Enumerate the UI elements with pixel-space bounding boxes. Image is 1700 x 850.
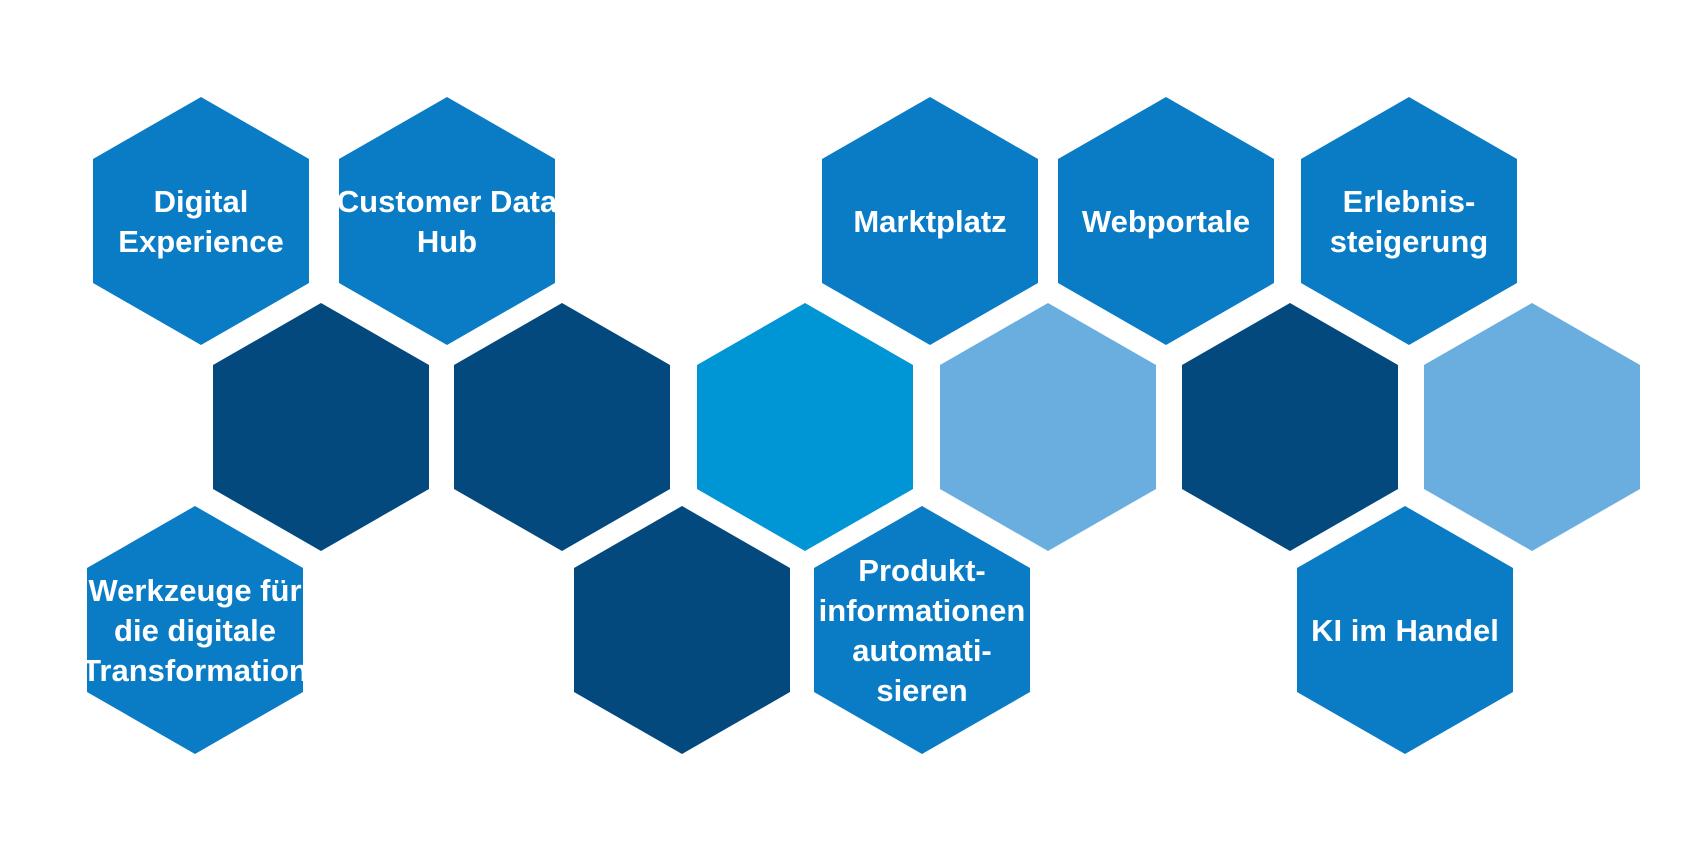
hex-label-line: sieren [876, 673, 967, 708]
hex-shape [213, 303, 429, 551]
hex-label-line: steigerung [1330, 224, 1488, 259]
hex-label-line: Webportale [1082, 204, 1250, 239]
hex-label-line: die digitale [114, 613, 276, 648]
hex-label-line: Erlebnis- [1343, 184, 1476, 219]
hex-shape [1301, 97, 1517, 345]
hex-blank-1 [213, 303, 429, 551]
hex-label-line: Digital [154, 184, 249, 219]
hex-shape [87, 506, 303, 754]
hex-shape [697, 303, 913, 551]
hex-blank-3 [697, 303, 913, 551]
hex-label-line: Produkt- [858, 553, 985, 588]
hex-shape [574, 506, 790, 754]
hex-ki-im-handel: KI im Handel [1297, 506, 1513, 754]
hex-shape [1058, 97, 1274, 345]
hex-label-line: KI im Handel [1311, 613, 1499, 648]
hex-label-line: Customer Data [337, 184, 558, 219]
hex-label: Produkt-informationen automati-sieren [819, 553, 1026, 708]
hex-marktplatz: Marktplatz [822, 97, 1038, 345]
hex-blank-7 [574, 506, 790, 754]
hex-label-line: Transformation [82, 653, 308, 688]
hex-label-line: Marktplatz [853, 204, 1006, 239]
hex-shape [93, 97, 309, 345]
hex-shape [454, 303, 670, 551]
hex-label-line: Werkzeuge für [88, 573, 301, 608]
hex-blank-6 [1424, 303, 1640, 551]
hex-shape [339, 97, 555, 345]
hex-shape [822, 97, 1038, 345]
hex-blank-2 [454, 303, 670, 551]
hex-shape [814, 506, 1030, 754]
hex-shape [1182, 303, 1398, 551]
hex-blank-4 [940, 303, 1156, 551]
hex-blank-5 [1182, 303, 1398, 551]
hex-webportale: Webportale [1058, 97, 1274, 345]
hex-erlebnissteigerung: Erlebnis-steigerung [1301, 97, 1517, 345]
hex-label: Webportale [1082, 204, 1250, 239]
hex-label-line: automati- [852, 633, 992, 668]
hex-shape [1297, 506, 1513, 754]
hex-produktinformationen: Produkt-informationen automati-sieren [814, 506, 1030, 754]
hex-label: Erlebnis-steigerung [1330, 184, 1488, 259]
hex-label-line: Experience [118, 224, 283, 259]
hex-label: KI im Handel [1311, 613, 1499, 648]
hex-label-line: informationen [819, 593, 1026, 628]
hex-shape [940, 303, 1156, 551]
hex-label-line: Hub [417, 224, 477, 259]
hex-shape [1424, 303, 1640, 551]
hex-label: Marktplatz [853, 204, 1006, 239]
